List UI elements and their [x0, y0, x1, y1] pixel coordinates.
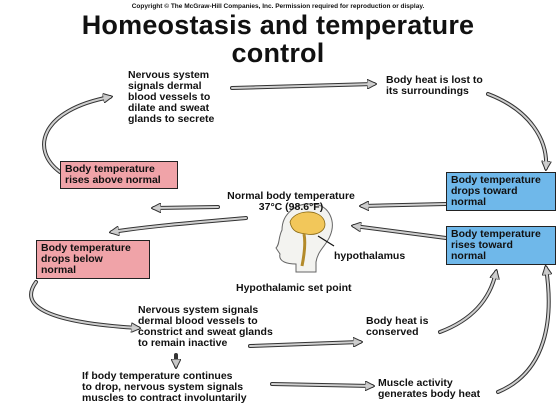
arrow-drops-below-to-constrict: [31, 282, 138, 328]
set-point-label: Hypothalamic set point: [236, 283, 352, 294]
arrow-muscle-to-rises-toward: [498, 268, 549, 392]
drops-toward-normal-box: Body temperature drops toward normal: [446, 172, 556, 211]
rises-toward-normal-box: Body temperature rises toward normal: [446, 226, 556, 265]
head-brain-icon: [276, 204, 334, 272]
arrow-conserved-to-rises-toward: [440, 272, 496, 332]
heat-conserved-text: Body heat is conserved: [366, 316, 428, 338]
hypothalamus-label: hypothalamus: [334, 251, 405, 262]
rises-above-normal-box: Body temperature rises above normal: [60, 161, 178, 189]
nervous-constrict-text: Nervous system signals dermal blood vess…: [138, 305, 273, 349]
drops-below-normal-box: Body temperature drops below normal: [36, 240, 150, 279]
heat-lost-text: Body heat is lost to its surroundings: [386, 75, 483, 97]
nervous-dilate-text: Nervous system signals dermal blood vess…: [128, 70, 214, 125]
muscle-activity-text: Muscle activity generates body heat: [378, 378, 480, 400]
continues-drop-text: If body temperature continues to drop, n…: [82, 371, 247, 404]
normal-temperature-text: Normal body temperature 37°C (98.6°F): [216, 191, 366, 213]
